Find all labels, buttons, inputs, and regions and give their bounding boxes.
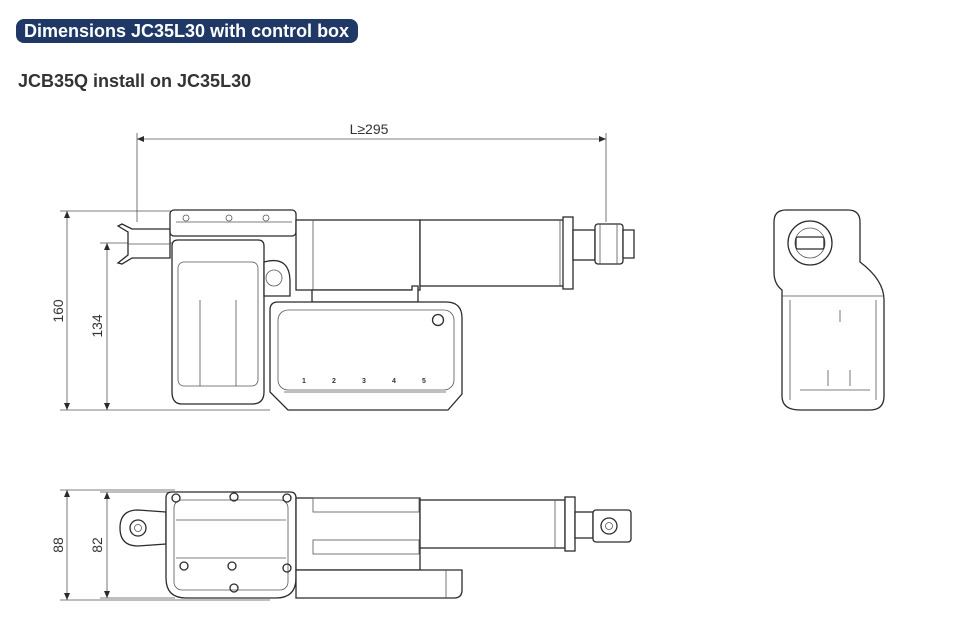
port-label: 1 [302, 378, 306, 385]
dimension-length: L≥295 [136, 121, 607, 222]
dimension-length-label: L≥295 [350, 121, 389, 137]
dimension-height-motor: 134 [89, 242, 175, 410]
dimension-width-motor: 82 [89, 491, 175, 599]
dimension-height-total-label: 160 [50, 299, 66, 323]
port-label: 5 [422, 378, 426, 385]
dimension-width-total-label: 88 [50, 537, 66, 553]
dimension-height-motor-label: 134 [89, 314, 105, 338]
dimension-width-motor-label: 82 [89, 537, 105, 553]
section-title-banner: Dimensions JC35L30 with control box [16, 19, 359, 43]
dimension-height-total: 160 [50, 210, 270, 411]
port-label: 2 [332, 378, 336, 385]
port-label: 4 [392, 378, 396, 385]
side-view-actuator [116, 209, 635, 411]
control-box-ports: 1 2 3 4 5 [302, 378, 426, 385]
top-view-actuator [119, 491, 632, 599]
port-label: 3 [362, 378, 366, 385]
section-subtitle: JCB35Q install on JC35L30 [18, 71, 252, 91]
dimension-width-total: 88 [50, 489, 270, 601]
end-view-actuator [773, 209, 885, 411]
